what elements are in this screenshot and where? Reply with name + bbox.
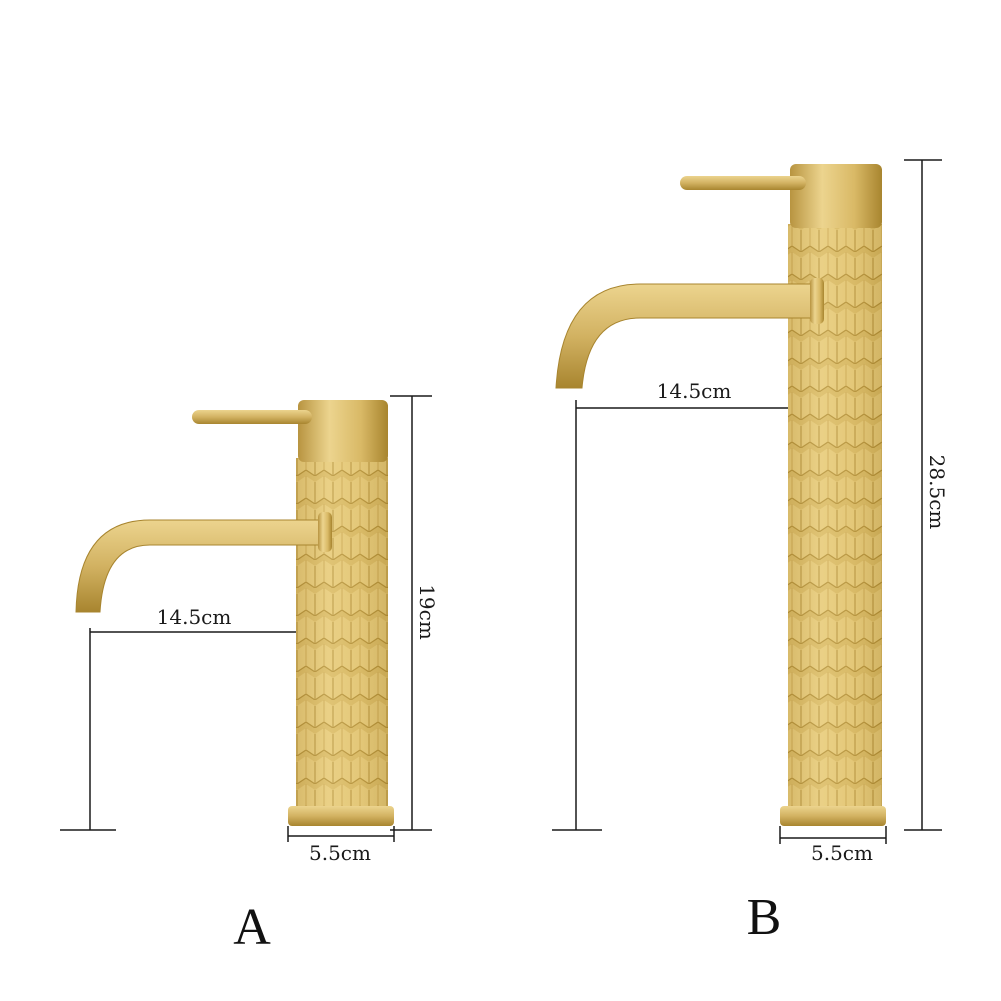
faucet-b: 14.5cm 28.5cm 5.5cm B [552,159,949,946]
faucet-b-dimensions [552,159,942,844]
faucet-a-base [288,806,394,826]
faucet-b-base [780,806,886,826]
faucet-a-height-label: 19cm [415,584,439,640]
faucet-a-base-label: 5.5cm [309,841,371,865]
faucet-b-height-label: 28.5cm [925,455,949,530]
faucet-a-lever [192,410,312,424]
faucet-b-base-label: 5.5cm [811,841,873,865]
faucet-a-dimensions [60,395,432,842]
faucet-b-lever [680,176,806,190]
faucet-b-spout [555,283,819,389]
faucet-a: 14.5cm 19cm 5.5cm A [60,395,439,956]
faucet-b-cap [790,164,882,228]
faucet-a-cap [298,400,388,462]
faucet-b-label: B [747,889,782,946]
faucet-a-reach-label: 14.5cm [157,605,232,629]
faucet-a-spout [75,519,327,613]
faucet-b-reach-label: 14.5cm [657,379,732,403]
faucet-a-label: A [233,899,271,956]
